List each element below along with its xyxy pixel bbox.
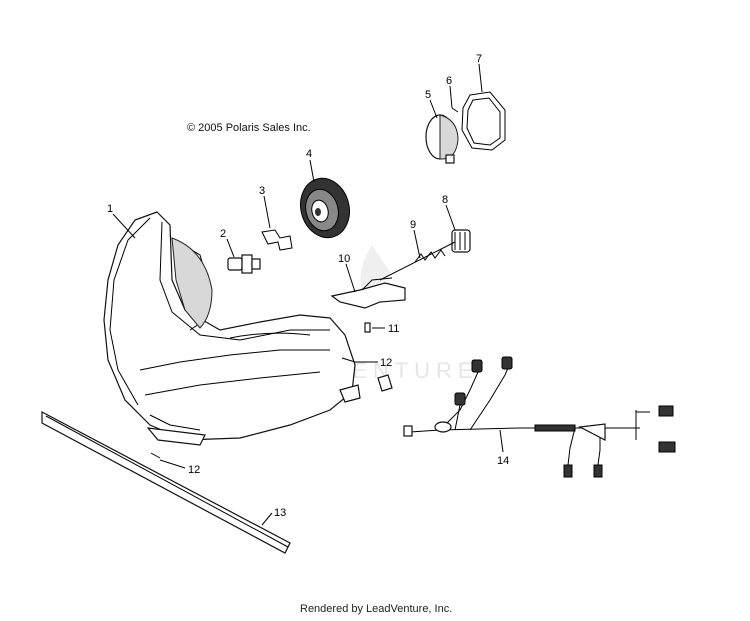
callout-4: 4 [306, 148, 312, 160]
footer-text: Rendered by LeadVenture, Inc. [300, 603, 452, 615]
callout-1: 1 [107, 203, 113, 215]
mounting-bracket[interactable] [330, 277, 406, 309]
callout-13: 13 [274, 507, 286, 519]
lower-housing-screw[interactable] [150, 452, 161, 459]
adjuster-knob[interactable] [451, 229, 471, 253]
bulb-cover-cap[interactable] [294, 173, 356, 243]
callout-12-lower: 12 [188, 464, 200, 476]
callout-3: 3 [259, 185, 265, 197]
callout-6: 6 [446, 75, 452, 87]
bracket-screw[interactable] [364, 322, 371, 333]
callout-14: 14 [497, 455, 509, 467]
callout-11: 11 [388, 323, 399, 335]
adjuster-spring[interactable] [379, 241, 456, 281]
callout-9: 9 [410, 219, 416, 231]
wiring-harness[interactable] [403, 356, 676, 478]
callout-7: 7 [476, 53, 482, 65]
lamp-screw[interactable] [451, 107, 459, 113]
callout-12-upper: 12 [380, 357, 392, 369]
callout-10: 10 [338, 253, 350, 265]
leader-lines [112, 63, 504, 526]
housing-screw[interactable] [341, 357, 393, 392]
auxiliary-lamp[interactable] [425, 114, 459, 164]
headlight-housing[interactable] [103, 211, 361, 446]
callout-5: 5 [425, 89, 431, 101]
lamp-gasket[interactable] [461, 91, 506, 151]
callout-2: 2 [220, 228, 226, 240]
foam-strip[interactable] [41, 411, 291, 554]
bulb-retaining-clip[interactable] [261, 229, 293, 251]
callout-8: 8 [442, 194, 448, 206]
copyright-text: © 2005 Polaris Sales Inc. [187, 122, 311, 134]
headlight-bulb[interactable] [227, 254, 261, 274]
